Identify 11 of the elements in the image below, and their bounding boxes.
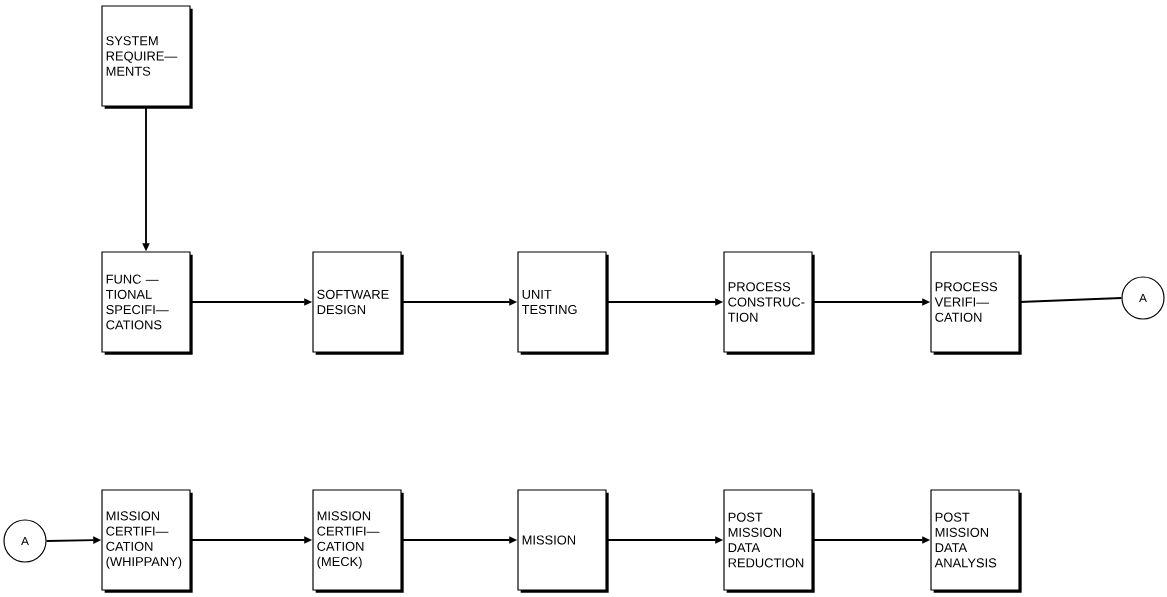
process-box: MISSION [517, 489, 609, 593]
process-box: POST MISSION DATA REDUCTION [723, 489, 815, 593]
process-box: SYSTEM REQUIRE— MENTS [101, 5, 193, 109]
process-box: POST MISSION DATA ANALYSIS [930, 489, 1022, 593]
process-box: SOFTWARE DESIGN [312, 251, 404, 355]
process-box: FUNC — TIONAL SPECIFI— CATIONS [101, 251, 193, 355]
process-box: MISSION CERTIFI— CATION (WHIPPANY) [101, 489, 193, 593]
process-box: UNIT TESTING [517, 251, 609, 355]
process-box: PROCESS CONSTRUC- TION [723, 251, 815, 355]
process-box: MISSION CERTIFI— CATION (MECK) [312, 489, 404, 593]
process-box: PROCESS VERIFI— CATION [930, 251, 1022, 355]
